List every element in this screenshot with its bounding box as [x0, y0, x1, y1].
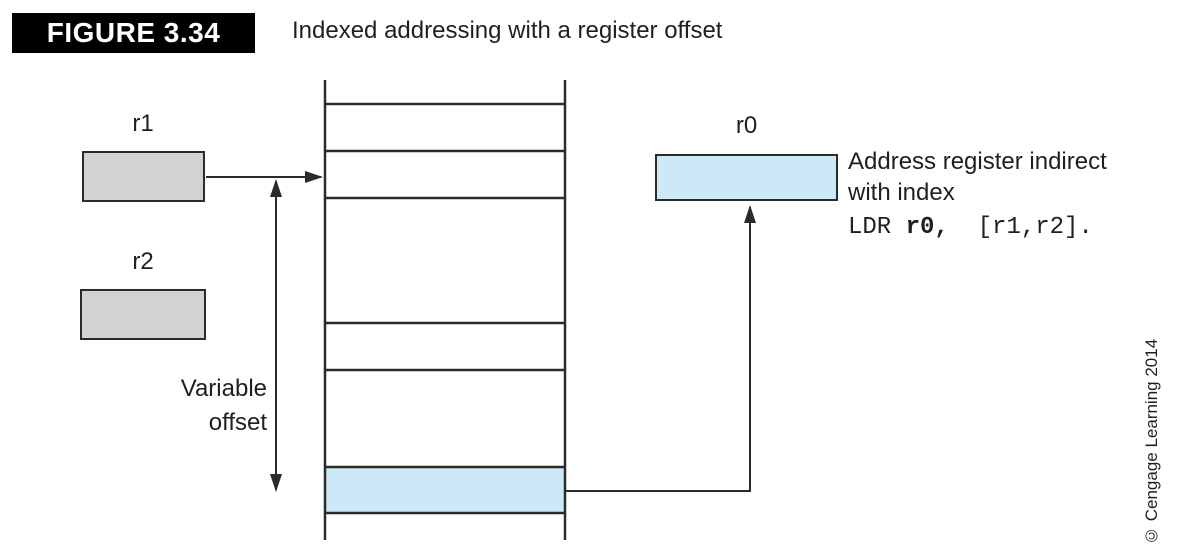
code-destination-register: r0, [905, 214, 949, 241]
highlighted-memory-cell [326, 468, 564, 512]
annotation-code: LDR r0, [r1,r2]. [848, 212, 1107, 243]
variable-offset-label: Variable offset [180, 375, 267, 436]
figure-label-box: FIGURE 3.34 [12, 13, 255, 53]
annotation-line-1: Address register indirect [848, 148, 1107, 175]
annotation-block: Address register indirect with index LDR… [848, 146, 1107, 243]
code-mnemonic: LDR [848, 214, 906, 241]
annotation-line-2: with index [848, 179, 955, 206]
figure-title: Indexed addressing with a register offse… [292, 17, 723, 44]
copyright-text: © Cengage Learning 2014 [1142, 338, 1161, 545]
register-r1-box [82, 151, 205, 202]
register-r1-label: r1 [132, 110, 154, 137]
register-r0-label: r0 [735, 112, 758, 139]
memory-column [323, 80, 567, 540]
code-operands: [r1,r2]. [948, 214, 1093, 241]
figure-label-text: FIGURE 3.34 [46, 17, 221, 48]
register-r2-label: r2 [132, 248, 154, 275]
register-r2-box [80, 289, 206, 340]
register-r0-box [655, 154, 838, 201]
memory-to-r0-arrow [565, 205, 756, 492]
